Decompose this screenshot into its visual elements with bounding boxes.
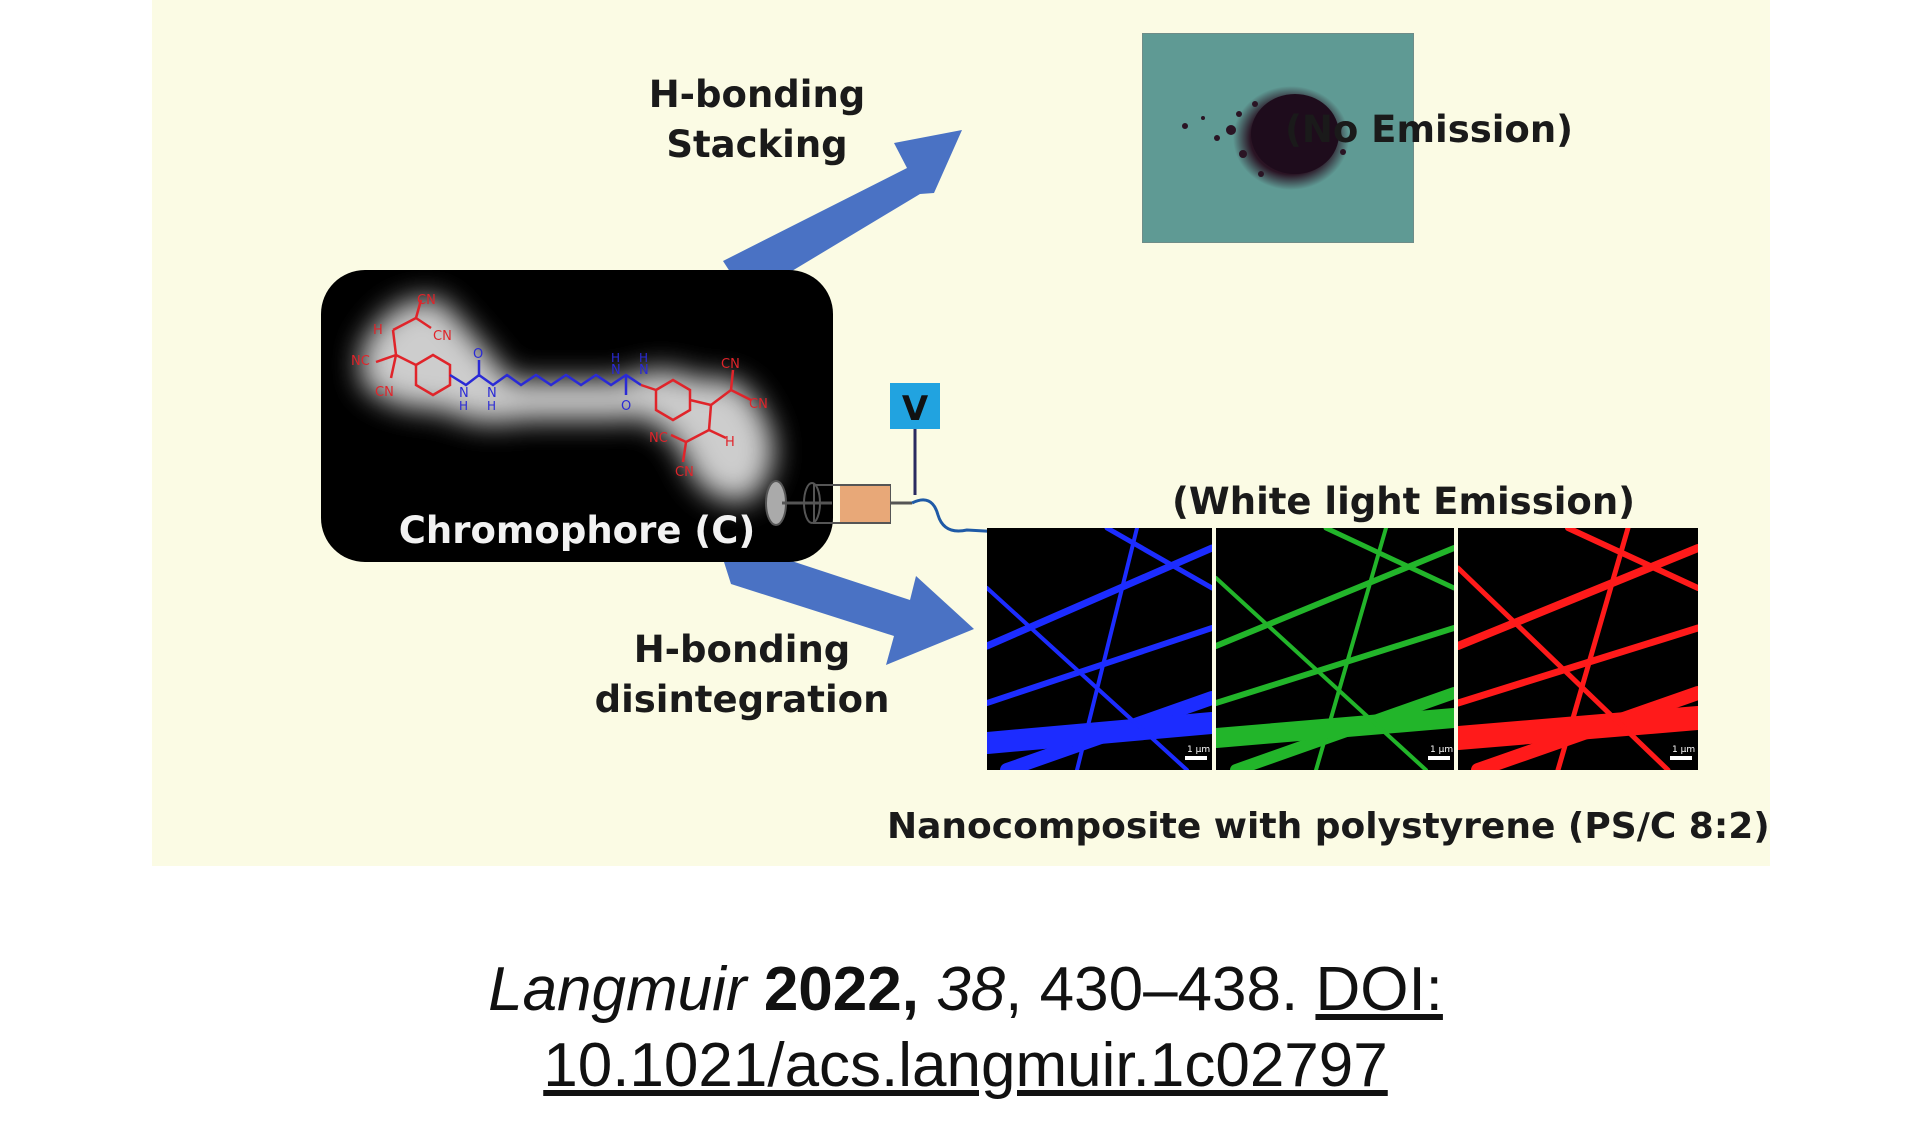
upper-arrow (723, 130, 962, 298)
mol-n-1: N (459, 386, 469, 401)
mol-o-1: O (473, 347, 483, 362)
mol-cn-3: CN (375, 385, 394, 400)
disintegration-label-line2: disintegration (594, 678, 890, 721)
citation-journal: Langmuir (488, 955, 747, 1024)
mol-cn-1: CN (417, 293, 436, 308)
left-acceptor (375, 299, 452, 397)
stacking-label-line1: H-bonding (648, 73, 866, 116)
mol-nc-1: NC (351, 354, 370, 369)
fiber-panel-blue: 1 μm (987, 528, 1212, 770)
mol-cn-4: CN (721, 357, 740, 372)
lower-arrow (717, 540, 974, 665)
mol-cn-2: CN (433, 329, 452, 344)
mol-h-3: H (487, 399, 496, 413)
aggregate-powder-photo (1142, 33, 1414, 243)
chromophore-structure-box: CN CN H NC CN N H O N H N H O N H (321, 270, 833, 562)
mol-h-4: H (611, 351, 620, 365)
fiber-panel-red: 1 μm (1458, 528, 1698, 770)
fiber-panel-green: 1 μm (1216, 528, 1454, 770)
citation-pages: , 430–438. (1005, 955, 1316, 1024)
citation: Langmuir 2022, 38, 430–438. DOI: 10.1021… (0, 952, 1931, 1104)
stacking-label: H-bonding Stacking (607, 70, 907, 170)
arrows-layer (717, 130, 974, 665)
mol-n-4: N (639, 363, 649, 378)
stacking-label-line2: Stacking (666, 123, 848, 166)
citation-line2: 10.1021/acs.langmuir.1c02797 (0, 1028, 1931, 1104)
mol-cn-5: CN (749, 397, 768, 412)
fibers-blue: 1 μm (987, 528, 1212, 770)
mol-n-3: N (611, 363, 621, 378)
mol-h-6: H (725, 435, 735, 450)
molecule-glow (361, 298, 774, 502)
syringe-solution (840, 486, 890, 522)
powder-cluster (1182, 86, 1349, 190)
jet-line (911, 498, 1003, 534)
chromophore-label: Chromophore (C) (398, 509, 756, 552)
nanocomposite-label: Nanocomposite with polystyrene (PS/C 8:2… (887, 806, 1770, 847)
fibers-green: 1 μm (1216, 528, 1454, 770)
doi-link-part2[interactable]: 10.1021/acs.langmuir.1c02797 (543, 1031, 1388, 1100)
citation-volume: 38 (936, 955, 1006, 1024)
no-emission-label: (No Emission) (1285, 108, 1574, 151)
scale-bar-label-red: 1 μm (1672, 745, 1695, 755)
scale-bar-label-green: 1 μm (1430, 745, 1453, 755)
mol-o-2: O (621, 399, 631, 414)
disintegration-label-line1: H-bonding (633, 628, 851, 671)
mol-h-5: H (639, 351, 648, 365)
mol-nc-2: NC (649, 431, 668, 446)
disintegration-label: H-bonding disintegration (592, 625, 892, 725)
voltage-label: V (902, 389, 929, 429)
white-light-label: (White light Emission) (1172, 480, 1636, 523)
mol-h-2: H (459, 399, 468, 413)
chromophore-structure: CN CN H NC CN N H O N H N H O N H (351, 293, 774, 502)
fibers-red: 1 μm (1458, 528, 1698, 770)
voltage-box (890, 383, 940, 429)
electrospinning-setup: V (765, 383, 1003, 534)
scale-bar-label-blue: 1 μm (1187, 745, 1210, 755)
doi-link-part1[interactable]: DOI: (1315, 955, 1443, 1024)
graphical-abstract: H-bonding Stacking (No Emissi (152, 0, 1770, 866)
urea-linker (449, 360, 642, 395)
mol-h-1: H (373, 323, 383, 338)
mol-cn-6: CN (675, 465, 694, 480)
citation-line1: Langmuir 2022, 38, 430–438. DOI: (0, 952, 1931, 1028)
citation-year: 2022, (763, 955, 919, 1024)
right-acceptor (640, 369, 752, 463)
mol-n-2: N (487, 386, 497, 401)
